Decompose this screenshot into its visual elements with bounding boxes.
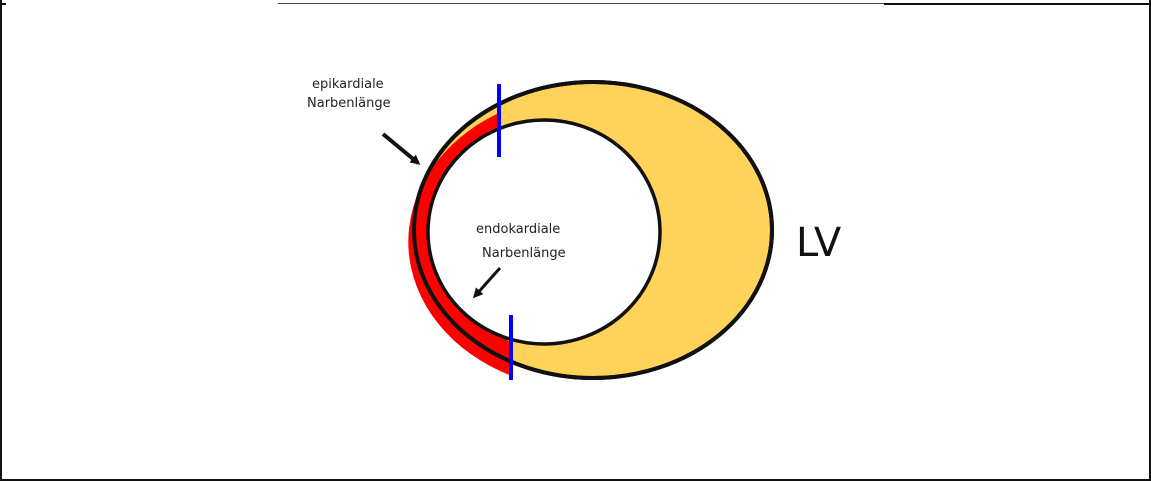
endocardial-label-line2: Narbenlänge [482, 246, 566, 261]
epicardial-label-line2: Narbenlänge [307, 96, 391, 111]
endocardial-label-line1: endokardiale [476, 222, 560, 237]
epicardial-arrow [383, 134, 418, 163]
epicardial-label-line1: epikardiale [312, 77, 384, 92]
ventricle-label: LV [796, 220, 842, 266]
